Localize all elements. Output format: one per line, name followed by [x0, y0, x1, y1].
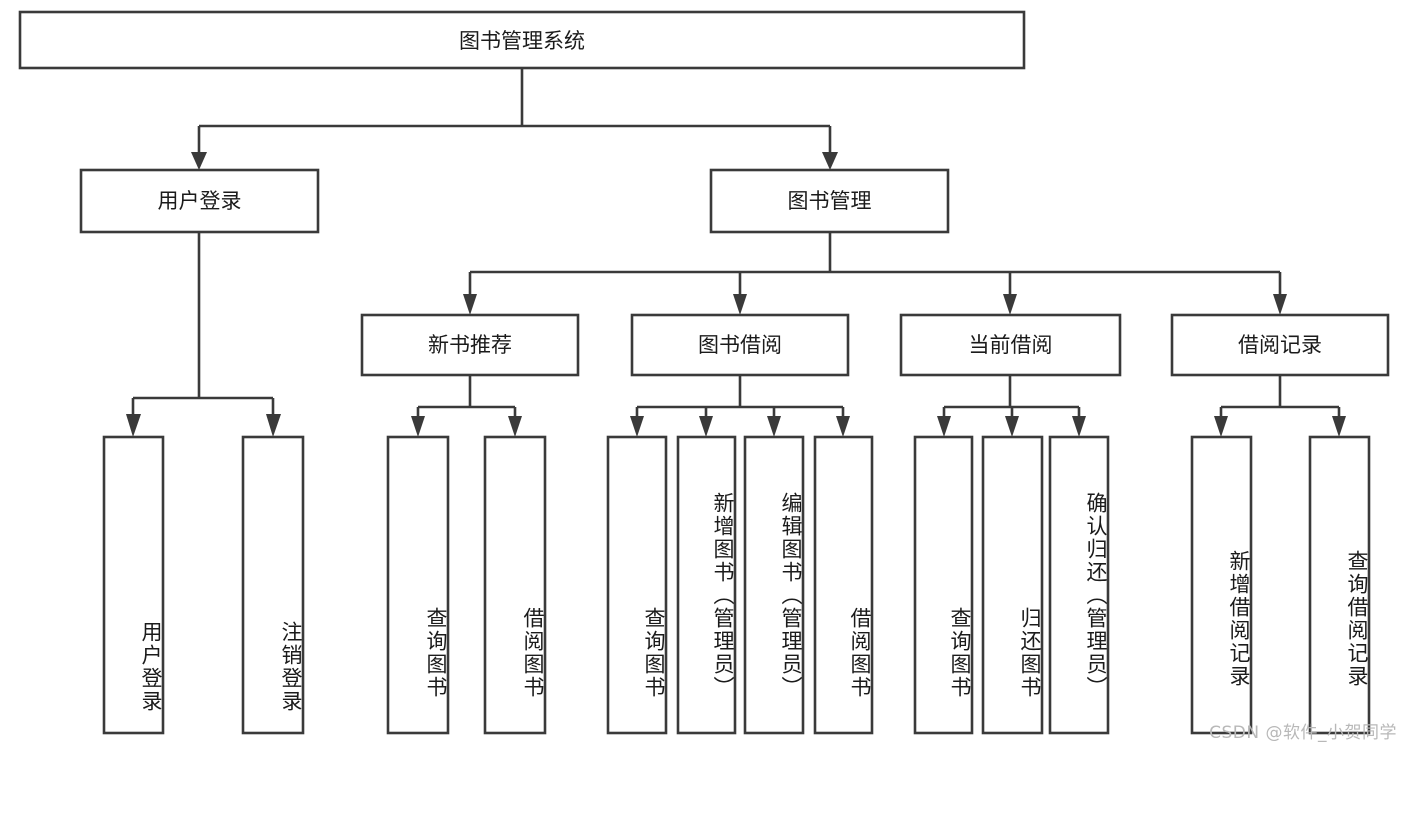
- arrow-head-icon: [191, 152, 207, 170]
- arrow-head-icon: [411, 416, 425, 437]
- csdn-watermark: CSDN @软件_小贺同学: [1209, 723, 1397, 743]
- node-box-shape: [483, 435, 547, 735]
- arrow-head-icon: [1273, 294, 1287, 315]
- node-book-management[interactable]: 图书管理: [709, 168, 950, 234]
- arrow-head-icon: [1214, 416, 1228, 437]
- arrow-head-icon: [767, 416, 781, 437]
- node-box-shape: [241, 435, 305, 735]
- node-box-shape: [360, 313, 580, 377]
- node-box-shape: [630, 313, 850, 377]
- leaf-node-return-book[interactable]: [981, 435, 1044, 735]
- node-book-borrow[interactable]: 图书借阅: [630, 313, 850, 377]
- node-box-shape: [386, 435, 450, 735]
- leaf-node-query-book-current[interactable]: [913, 435, 974, 735]
- node-label-book-management: 图书管理: [788, 189, 872, 213]
- node-new-book-recommend[interactable]: 新书推荐: [360, 313, 580, 377]
- flowchart-canvas: 图书管理系统 用户登录 图书管理 新书推荐 图书借阅 当前借阅 借阅记录: [18, 10, 1390, 735]
- arrow-head-icon: [1332, 416, 1346, 437]
- node-box-shape: [1170, 313, 1390, 377]
- arrow-head-icon: [1072, 416, 1086, 437]
- arrow-head-icon: [699, 416, 713, 437]
- connector-root-to-level2: [191, 68, 838, 170]
- leaf-node-edit-book-admin[interactable]: [743, 435, 805, 735]
- node-box-shape: [813, 435, 874, 735]
- node-borrow-record[interactable]: 借阅记录: [1170, 313, 1390, 377]
- node-box-shape: [743, 435, 805, 735]
- node-box-shape: [1308, 435, 1371, 735]
- node-label-book-borrow: 图书借阅: [698, 333, 782, 357]
- node-label-user-login: 用户登录: [158, 189, 242, 213]
- node-box-shape: [899, 313, 1122, 377]
- leaf-node-query-book-borrow[interactable]: [606, 435, 668, 735]
- node-box-shape: [709, 168, 950, 234]
- leaf-node-add-book-admin[interactable]: [676, 435, 737, 735]
- arrow-head-icon: [126, 414, 141, 437]
- node-label-borrow-record: 借阅记录: [1238, 333, 1322, 357]
- node-box-shape: [1048, 435, 1110, 735]
- arrow-head-icon: [463, 294, 477, 315]
- leaf-node-user-login[interactable]: [102, 435, 165, 735]
- connector-borrow-to-leaves: [630, 375, 850, 437]
- node-label-current-borrow: 当前借阅: [969, 333, 1053, 357]
- leaf-node-query-borrow-record[interactable]: [1308, 435, 1371, 735]
- node-box-shape: [676, 435, 737, 735]
- node-box-shape: [102, 435, 165, 735]
- node-label-new-book-recommend: 新书推荐: [428, 333, 512, 357]
- arrow-head-icon: [1003, 294, 1017, 315]
- leaf-node-query-book-recommend[interactable]: [386, 435, 450, 735]
- leaf-node-borrow-book[interactable]: [813, 435, 874, 735]
- connector-userlogin-to-leaves: [126, 232, 281, 437]
- arrow-head-icon: [836, 416, 850, 437]
- node-box-shape: [79, 168, 320, 234]
- node-box-shape: [913, 435, 974, 735]
- leaf-node-confirm-return-admin[interactable]: [1048, 435, 1110, 735]
- leaf-node-add-borrow-record[interactable]: [1190, 435, 1253, 735]
- arrow-head-icon: [508, 416, 522, 437]
- node-label-root: 图书管理系统: [459, 29, 585, 53]
- connector-bookmgmt-to-level3: [463, 232, 1287, 315]
- connector-current-to-leaves: [937, 375, 1086, 437]
- connector-record-to-leaves: [1214, 375, 1346, 437]
- node-current-borrow[interactable]: 当前借阅: [899, 313, 1122, 377]
- node-box-shape: [606, 435, 668, 735]
- node-user-login[interactable]: 用户登录: [79, 168, 320, 234]
- leaf-node-logout[interactable]: [241, 435, 305, 735]
- connector-newbook-to-leaves: [411, 375, 522, 437]
- node-box-shape: [18, 10, 1026, 70]
- arrow-head-icon: [733, 294, 747, 315]
- arrow-head-icon: [822, 152, 838, 170]
- node-box-shape: [1190, 435, 1253, 735]
- node-box-shape: [981, 435, 1044, 735]
- arrow-head-icon: [1005, 416, 1019, 437]
- node-root-system[interactable]: 图书管理系统: [18, 10, 1026, 70]
- leaf-node-borrow-book-recommend[interactable]: [483, 435, 547, 735]
- arrow-head-icon: [630, 416, 644, 437]
- flowchart-diagram: 图书管理系统 用户登录 图书管理 新书推荐 图书借阅 当前借阅 借阅记录: [18, 10, 1397, 743]
- arrow-head-icon: [937, 416, 951, 437]
- arrow-head-icon: [266, 414, 281, 437]
